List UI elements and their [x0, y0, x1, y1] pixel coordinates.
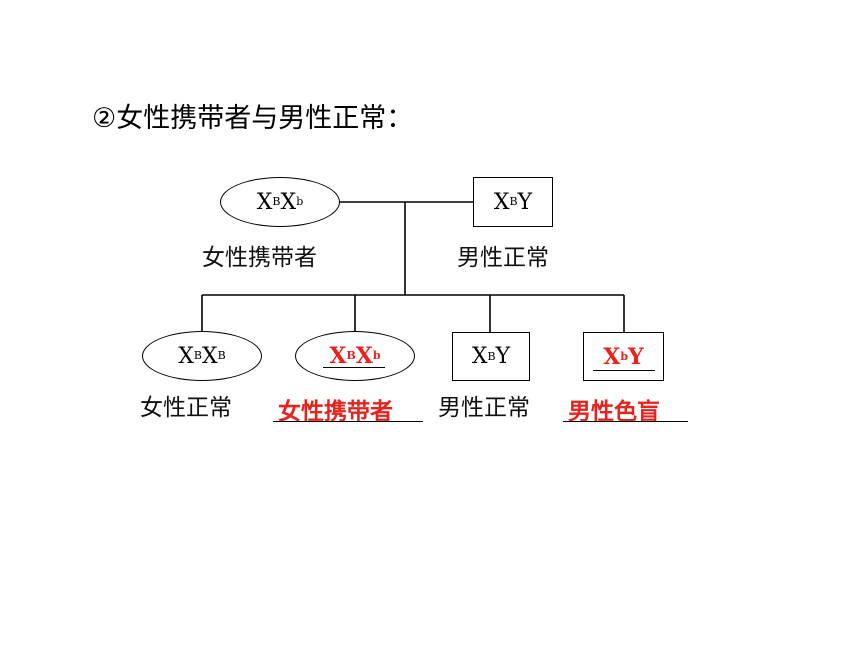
child-4-answer-line: [563, 421, 688, 422]
child-4-allele-2: Y: [628, 343, 644, 370]
child-4-genotype-underline: [593, 370, 655, 371]
child-3-allele-2: Y: [495, 344, 511, 369]
pedigree-lines: [201, 201, 625, 332]
section-heading: ②女性携带者与男性正常：: [92, 103, 414, 134]
child-2-genotype-underline: [323, 367, 385, 368]
father-allele-1: X: [493, 189, 510, 215]
child-1-label: 女性正常: [140, 395, 232, 421]
father-allele-2: Y: [517, 189, 533, 215]
child-3-allele-1: X: [471, 344, 488, 369]
child-2-allele-2: X: [355, 343, 373, 369]
child-1-allele-1: X: [178, 343, 194, 369]
mother-allele-1: X: [256, 189, 273, 215]
child-4-allele-1: X: [603, 343, 621, 370]
father-label: 男性正常: [457, 245, 549, 271]
child-4-label: 男性色盲: [568, 399, 660, 425]
child-3-label: 男性正常: [438, 395, 530, 421]
child-2-label: 女性携带者: [278, 399, 393, 425]
child-2-allele-1: X: [329, 343, 347, 369]
mother-label: 女性携带者: [202, 245, 317, 271]
child-1-allele-2: X: [202, 343, 218, 369]
child-2-answer-line: [273, 421, 423, 422]
mother-allele-2: X: [280, 189, 297, 215]
